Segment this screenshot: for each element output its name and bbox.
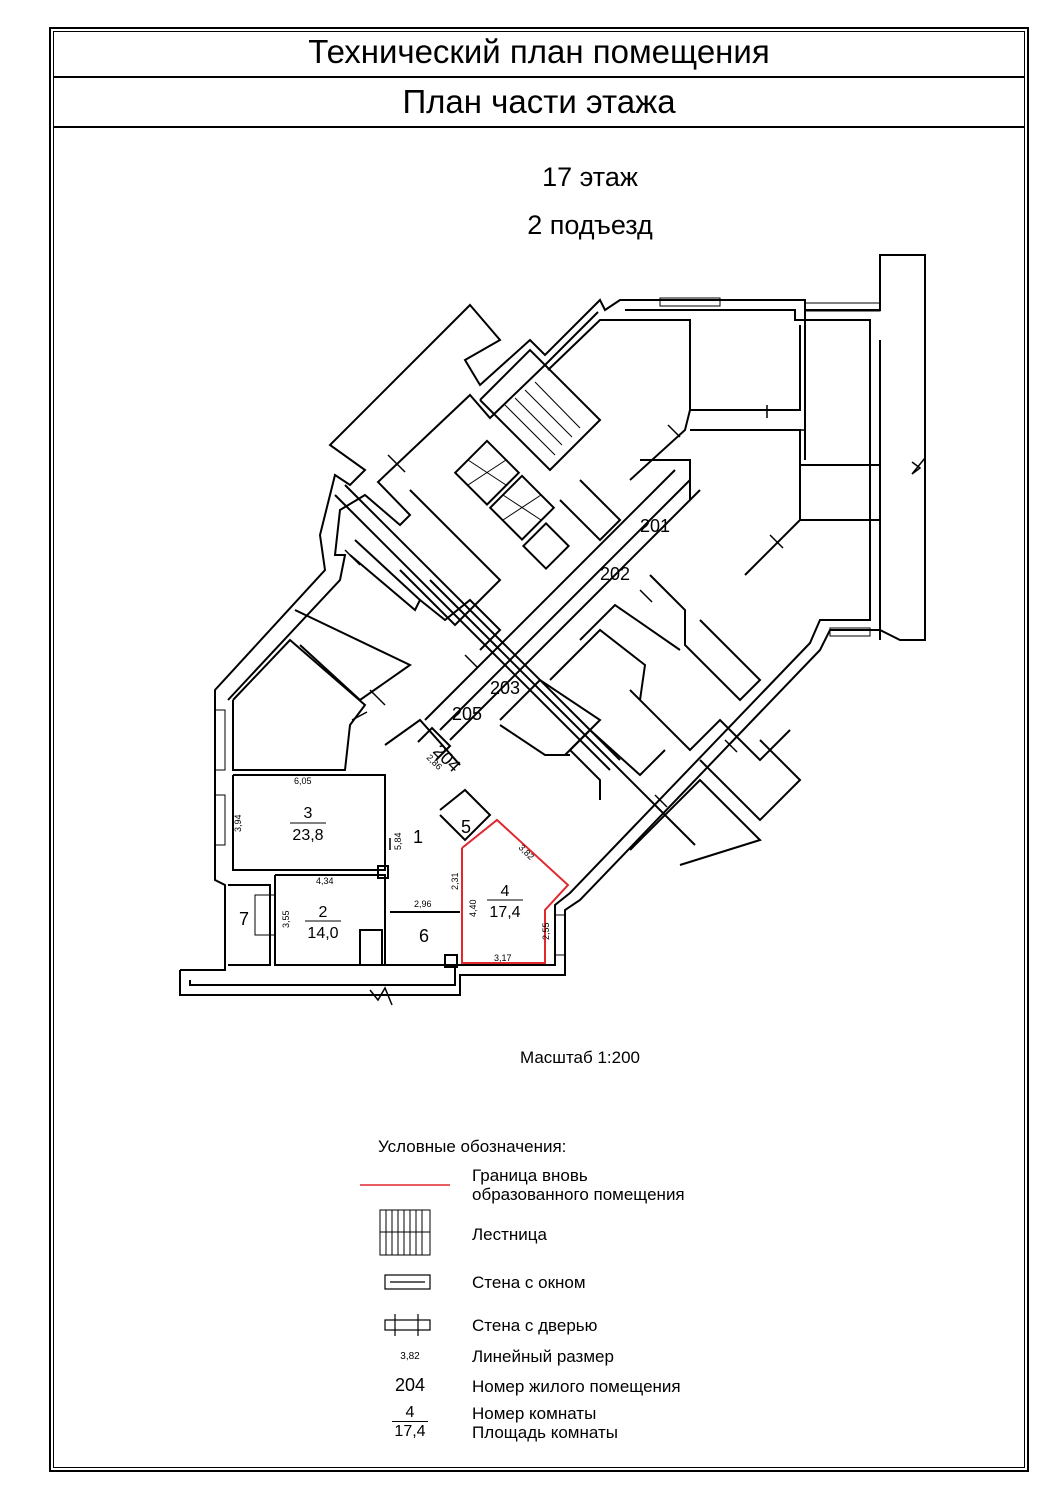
window-marks (214, 297, 881, 956)
legend-dimension-sample: 3,82 (400, 1351, 420, 1362)
room-labels: 3 23,8 2 14,0 4 17,4 1 5 6 7 (239, 805, 523, 946)
room-5-number: 5 (461, 817, 471, 837)
scale-label: Масштаб 1:200 (520, 1048, 640, 1067)
apt-205: 205 (452, 704, 482, 724)
document-subtitle: План части этажа (53, 78, 1025, 128)
legend-apartment-sample: 204 (394, 1375, 426, 1395)
door-marks (344, 405, 805, 850)
entrance-label: 2 подъезд (527, 210, 653, 240)
outer-frame (49, 27, 1029, 1472)
apt-202: 202 (600, 564, 630, 584)
legend-dimension-label: Линейный размер (472, 1347, 614, 1366)
document-title: Технический план помещения (53, 28, 1025, 78)
inner-frame (53, 31, 1025, 1468)
legend-boundary-line1: Граница вновь (472, 1166, 588, 1185)
dim-2-55: 2,55 (541, 922, 551, 940)
window-wall-icon (384, 1274, 431, 1290)
dim-3-55: 3,55 (281, 910, 291, 928)
legend-boundary-label: Граница вновь образованного помещения (472, 1166, 685, 1204)
dimension-labels: 6,05 3,94 5,84 4,34 3,55 2,96 2,31 4,40 … (233, 752, 551, 963)
dim-2-96: 2,96 (414, 899, 432, 909)
plan-walls (179, 254, 926, 996)
legend-apartment-label: Номер жилого помещения (472, 1377, 681, 1396)
apt-203: 203 (490, 678, 520, 698)
room-2-number: 2 (319, 904, 328, 921)
legend-boundary-line2: образованного помещения (472, 1185, 685, 1204)
room-3-number: 3 (304, 805, 313, 822)
new-premises-boundary (461, 818, 570, 964)
room-1-number: 1 (413, 827, 423, 847)
dim-6-05: 6,05 (294, 776, 312, 786)
floor-label: 17 этаж (542, 162, 638, 192)
dim-4-34: 4,34 (316, 876, 334, 886)
dim-2-31: 2,31 (450, 872, 460, 890)
stair-hatch (504, 381, 581, 456)
legend-stair-label: Лестница (472, 1225, 547, 1244)
break-marks (369, 457, 926, 1006)
legend-title: Условные обозначения: (378, 1137, 567, 1156)
room-7-number: 7 (239, 909, 249, 929)
stair-icon (379, 1209, 431, 1256)
dim-4-40: 4,40 (468, 899, 478, 917)
room-2-area: 14,0 (307, 925, 338, 942)
room-4-number: 4 (501, 883, 510, 900)
legend-room-number-label: Номер комнаты (472, 1404, 597, 1423)
dim-3-17: 3,17 (494, 953, 512, 963)
lift-crosses (467, 459, 542, 521)
room-4-area: 17,4 (489, 904, 520, 921)
room-6-number: 6 (419, 926, 429, 946)
legend-room-number-sample: 4 (392, 1405, 428, 1422)
legend-room-area-label: Площадь комнаты (472, 1423, 618, 1442)
room-3-area: 23,8 (292, 827, 323, 844)
dim-3-94: 3,94 (233, 814, 243, 832)
legend-window-label: Стена с окном (472, 1273, 586, 1292)
door-wall-icon (384, 1314, 431, 1336)
apt-201: 201 (640, 516, 670, 536)
legend-room-area-sample: 17,4 (394, 1423, 426, 1440)
dim-3-82: 3,82 (517, 842, 536, 861)
dim-5-84: 5,84 (393, 832, 403, 850)
legend-door-label: Стена с дверью (472, 1316, 598, 1335)
legend-icons (360, 1184, 450, 1336)
